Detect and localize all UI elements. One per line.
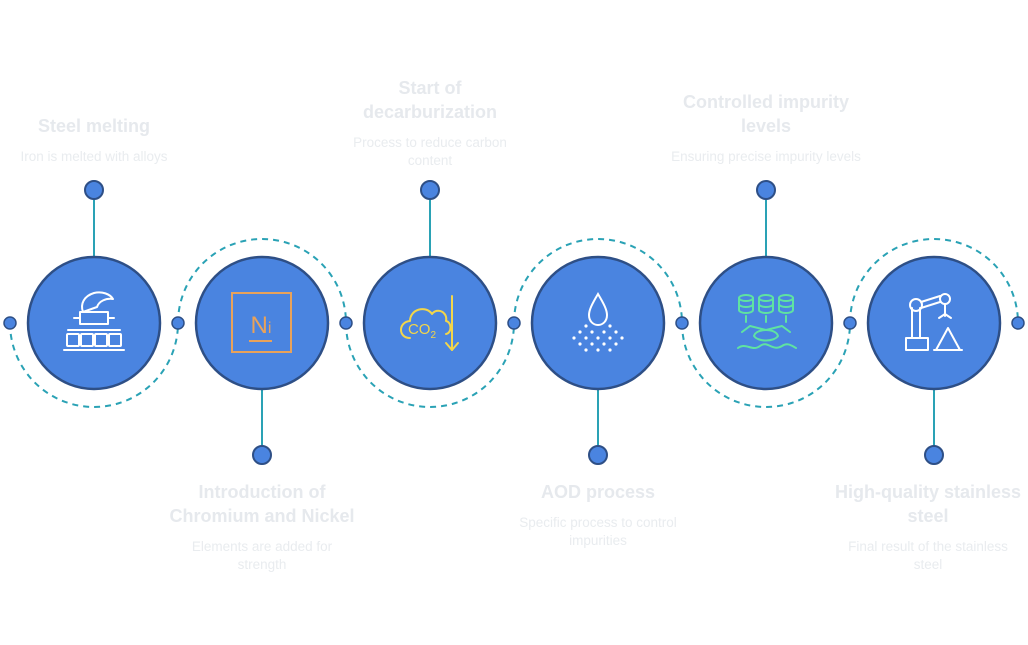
step-circle-3	[362, 255, 498, 391]
connector-arc-6	[849, 238, 1019, 324]
step-label-4: AOD process Specific process to control …	[498, 480, 698, 550]
step-label-5: Controlled impurity levels Ensuring prec…	[656, 40, 876, 166]
junction-dot	[507, 316, 521, 330]
junction-dots	[3, 316, 1025, 330]
junction-dot	[339, 316, 353, 330]
step-title-5: Controlled impurity levels	[683, 92, 849, 136]
furnace-icon	[63, 291, 125, 351]
stem-end-dot-3	[420, 180, 440, 200]
nickel-element-icon: Ni	[231, 292, 292, 353]
step-circle-6	[866, 255, 1002, 391]
junction-dot	[3, 316, 17, 330]
connector-arc-4	[513, 238, 683, 324]
step-description-1: Iron is melted with alloys	[20, 149, 168, 164]
step-description-6: Final result of the stainless steel	[848, 539, 1008, 572]
stem-end-dot-4	[588, 445, 608, 465]
junction-dot	[843, 316, 857, 330]
connector-arc-1	[9, 322, 179, 408]
stem-end-dot-2	[252, 445, 272, 465]
co2-down-icon: CO2	[400, 295, 459, 351]
co2-label: CO2	[408, 321, 437, 341]
connector-arc-2	[177, 238, 347, 324]
step-label-1: Steel melting Iron is melted with alloys	[4, 60, 184, 166]
connector-arc-5	[681, 322, 851, 408]
junction-dot	[171, 316, 185, 330]
junction-dot	[675, 316, 689, 330]
step-label-2: Introduction of Chromium and Nickel Elem…	[157, 480, 367, 574]
step-description-3: Process to reduce carbon content	[353, 135, 507, 168]
stem-end-dot-6	[924, 445, 944, 465]
step-title-2: Introduction of Chromium and Nickel	[169, 482, 355, 526]
stems	[93, 198, 935, 447]
stem-end-dots	[84, 180, 944, 465]
step-circle-2	[194, 255, 330, 391]
connector-arc-3	[345, 322, 515, 408]
step-description-2: Elements are added for strength	[191, 539, 333, 572]
droplet-spray-icon	[572, 292, 624, 352]
stem-end-dot-5	[756, 180, 776, 200]
robot-arm-icon	[905, 293, 963, 351]
connector-arcs	[9, 238, 1019, 408]
nickel-symbol: Ni	[251, 312, 272, 339]
step-label-3: Start of decarburization Process to redu…	[335, 40, 525, 170]
step-title-4: AOD process	[540, 482, 656, 502]
step-circle-4	[530, 255, 666, 391]
junction-dot	[1011, 316, 1025, 330]
database-filter-icon	[737, 294, 797, 349]
step-title-6: High-quality stainless steel	[834, 482, 1022, 526]
step-description-5: Ensuring precise impurity levels	[671, 149, 861, 164]
step-label-6: High-quality stainless steel Final resul…	[828, 480, 1028, 574]
step-title-1: Steel melting	[37, 116, 151, 136]
step-description-4: Specific process to control impurities	[519, 515, 677, 548]
step-title-3: Start of decarburization	[362, 78, 498, 122]
stem-end-dot-1	[84, 180, 104, 200]
